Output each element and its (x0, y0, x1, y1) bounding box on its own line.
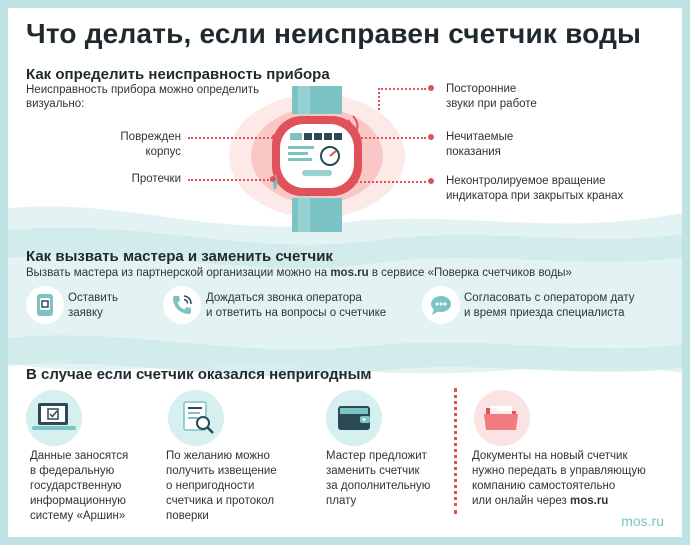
document-search-icon (183, 401, 214, 434)
phone-call-icon (173, 295, 192, 314)
section-diagnose-intro-2: визуально: (26, 98, 85, 110)
leader-dot (428, 134, 434, 140)
label-strange-sounds: Посторонние звуки при работе (446, 83, 537, 110)
mos-ru-link[interactable]: mos.ru (569, 495, 609, 507)
card-documents-icon-wrap (474, 390, 530, 446)
step-agree-date-icon-wrap (422, 286, 460, 324)
wave-background (8, 206, 682, 377)
leader-dot (428, 85, 434, 91)
section-unfit-heading: В случае если счетчик оказался непригодн… (26, 366, 372, 383)
label-leaks: Протечки (131, 173, 181, 185)
card-arshin-text: Данные заносятся в федеральную государст… (30, 450, 129, 522)
section-diagnose-intro-1: Неисправность прибора можно определить (26, 84, 260, 96)
section-divider (454, 388, 457, 514)
chat-icon (431, 296, 451, 315)
leader-line (188, 179, 272, 181)
step-submit-request: Оставить заявку (68, 292, 119, 319)
step-submit-request-icon-wrap (26, 286, 64, 324)
card-notice-icon-wrap (168, 390, 224, 446)
section-call-master-heading: Как вызвать мастера и заменить счетчик (26, 248, 333, 265)
label-damaged-case: Поврежден корпус (120, 131, 181, 158)
leader-line (348, 181, 426, 183)
card-arshin-icon-wrap (26, 390, 82, 446)
label-unreadable-readings: Нечитаемые показания (446, 131, 514, 158)
section-diagnose-heading: Как определить неисправность прибора (26, 66, 330, 83)
card-replace-text: Мастер предложит заменить счетчик за доп… (326, 450, 431, 507)
section-call-master-subtitle: Вызвать мастера из партнерской организац… (26, 267, 572, 279)
card-replace-icon-wrap (326, 390, 382, 446)
wallet-icon (338, 406, 370, 430)
step-wait-call: Дождаться звонка оператора и ответить на… (206, 292, 387, 319)
leader-line (188, 137, 276, 139)
infographic: Что делать, если неисправен счетчик воды… (8, 8, 682, 537)
card-documents-text: Документы на новый счетчик нужно передат… (472, 450, 646, 507)
leader-line (354, 137, 426, 139)
brand-logo: mos.ru (621, 513, 664, 529)
leader-line (378, 88, 426, 90)
card-notice-text: По желанию можно получить извещение о не… (166, 450, 277, 522)
leader-dot (272, 134, 278, 140)
leader-line (378, 88, 380, 110)
phone-app-icon (37, 294, 53, 316)
step-agree-date: Согласовать с оператором дату и время пр… (464, 292, 635, 319)
step-wait-call-icon-wrap (163, 286, 201, 324)
leader-dot (428, 178, 434, 184)
label-uncontrolled-rotation: Неконтролируемое вращение индикатора при… (446, 175, 624, 202)
leader-dot (270, 176, 276, 182)
folder-icon (484, 406, 518, 430)
computer-check-icon (32, 403, 76, 430)
page-title: Что делать, если неисправен счетчик воды (26, 18, 642, 49)
mos-ru-link[interactable]: mos.ru (330, 267, 369, 279)
water-meter-illustration (229, 86, 405, 232)
